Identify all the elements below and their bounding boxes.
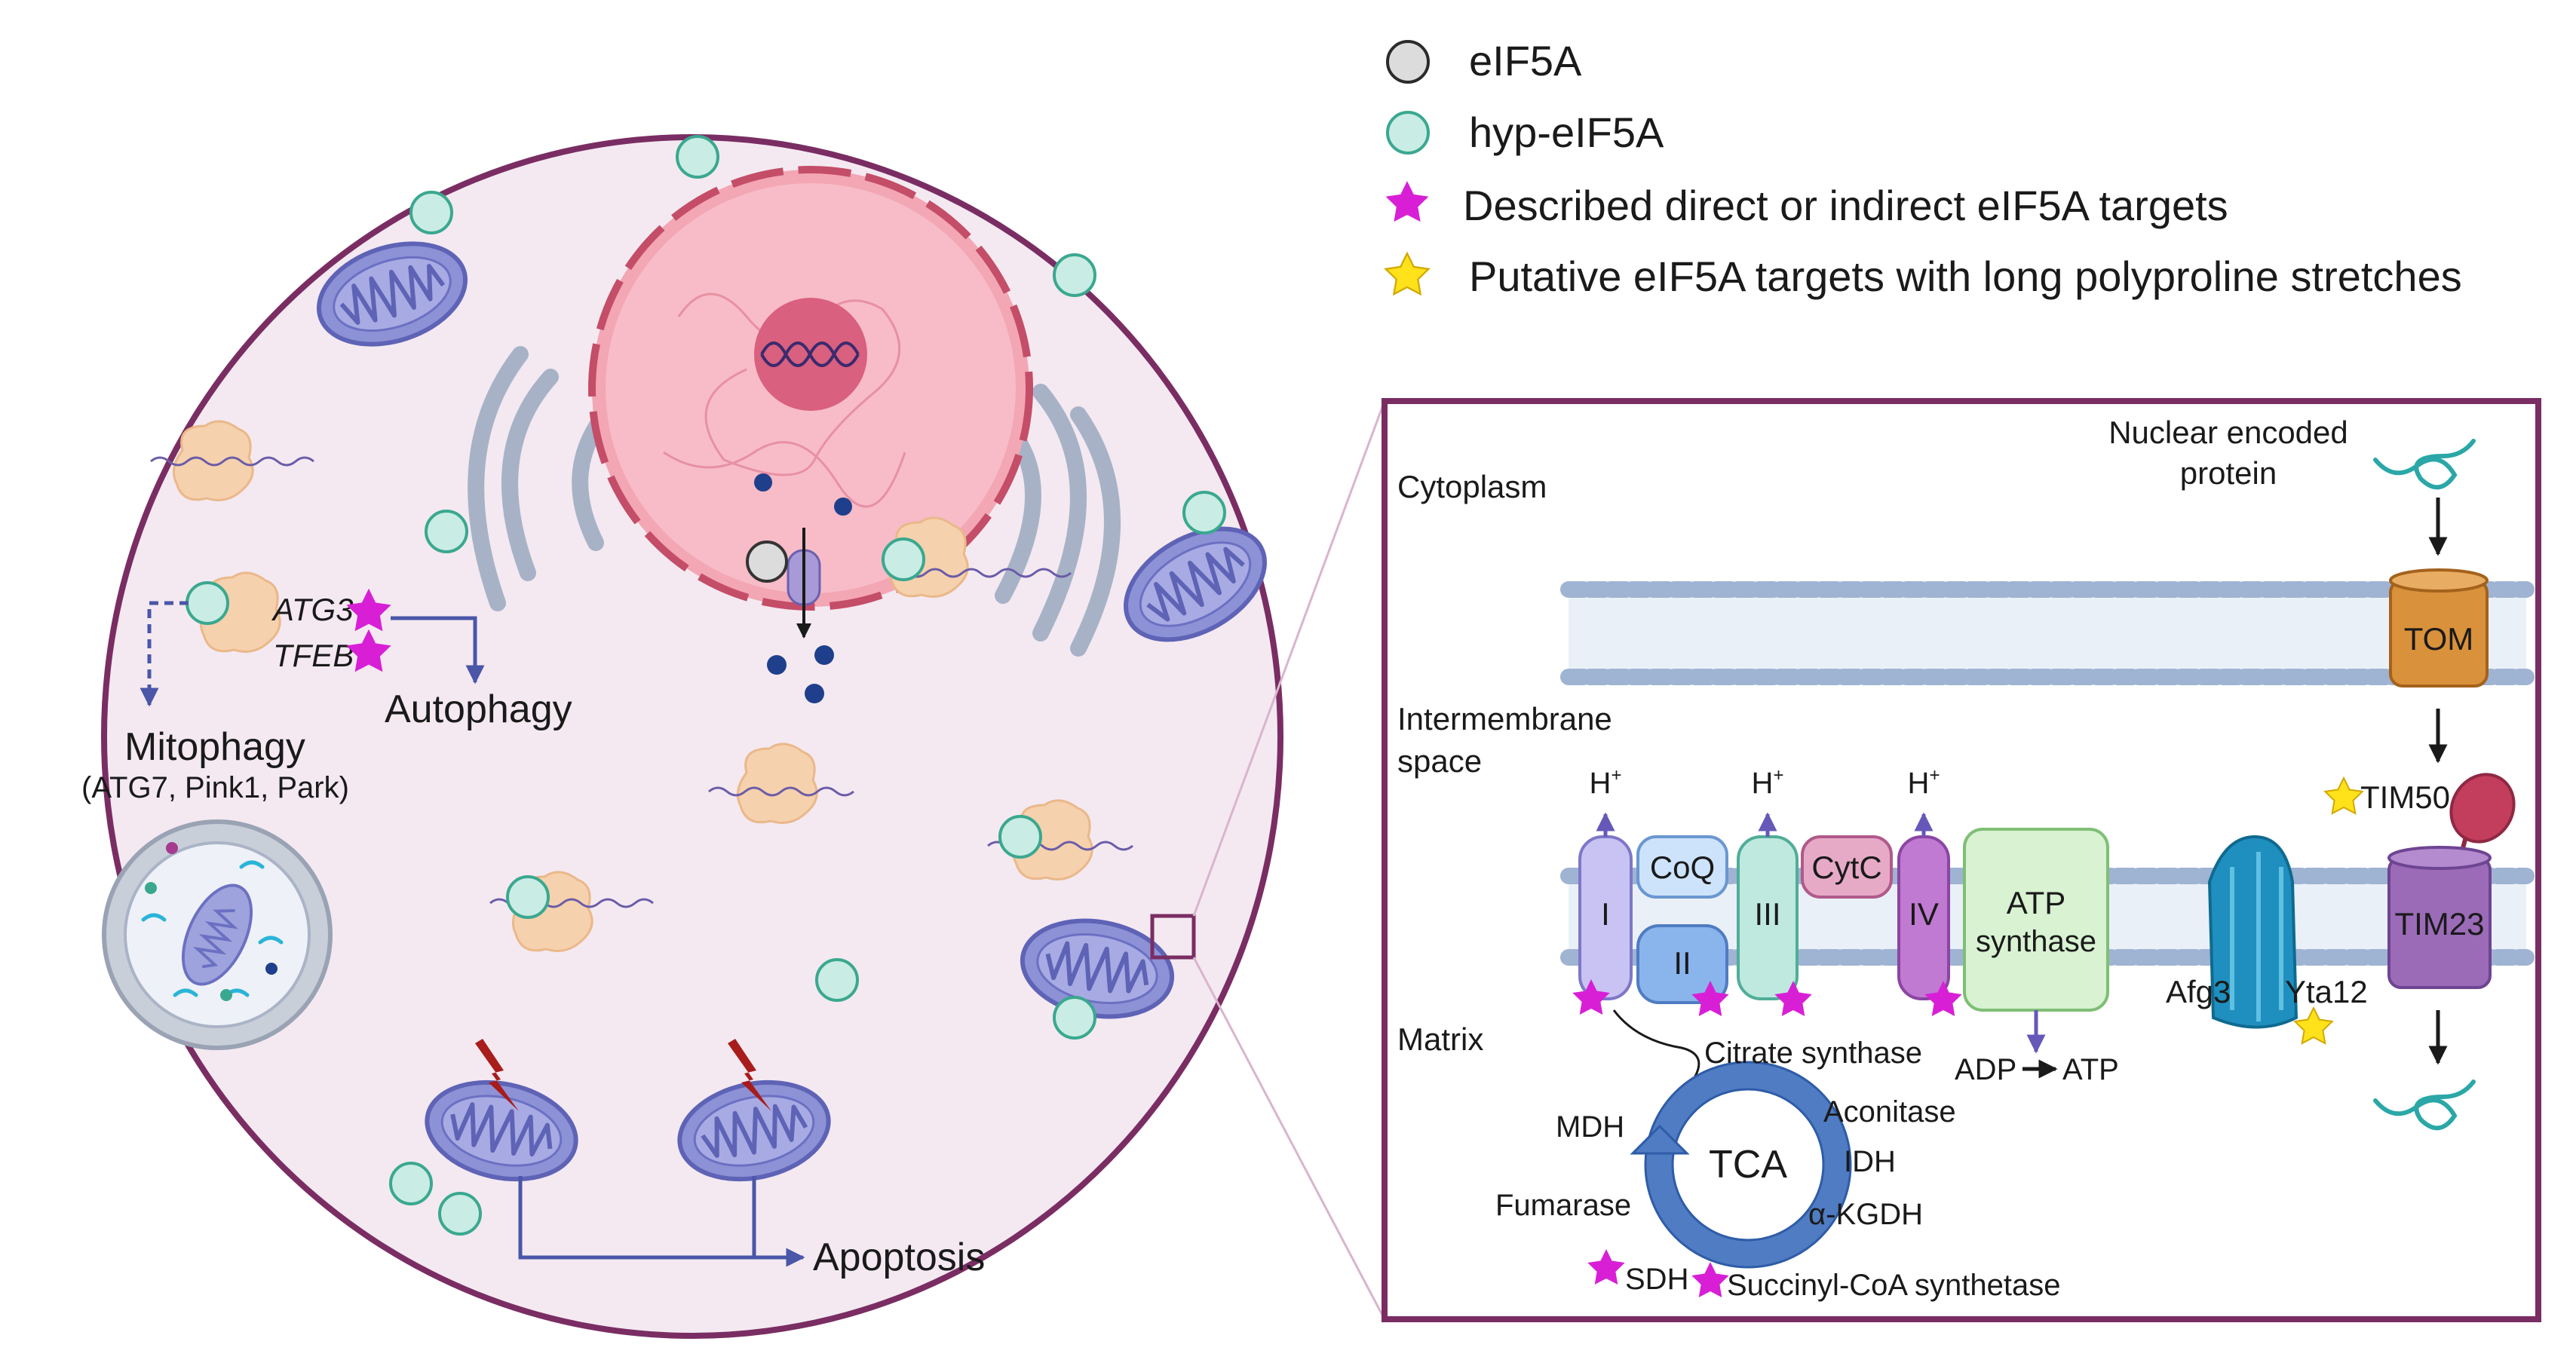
akgdh-label: α-KGDH <box>1808 1198 1923 1231</box>
complex-i: I H+ <box>1572 765 1633 1015</box>
atp-label: ATP <box>2062 1053 2119 1086</box>
atp-synthase-label-line1: ATP <box>2007 885 2066 920</box>
mitophagy-arrow <box>140 601 189 707</box>
coq: CoQ <box>1636 835 1728 899</box>
legend-label-hyp-eif5a: hyp-eIF5A <box>1469 109 1664 156</box>
fumarase-label: Fumarase <box>1495 1189 1631 1222</box>
mitochondria-panel: Cytoplasm Intermembrane space Matrix Nuc… <box>1382 398 2541 1322</box>
afg3-yta12-complex: Afg3 Yta12 <box>2166 835 2368 1044</box>
tca-cycle: TCA <box>1612 1009 1852 1269</box>
idh-label: IDH <box>1844 1145 1896 1178</box>
yellow-star-icon <box>1385 252 1430 296</box>
matrix-label: Matrix <box>1397 1021 1483 1057</box>
afg3-label: Afg3 <box>2166 974 2231 1009</box>
tom-label: TOM <box>2404 621 2474 657</box>
ims-label-line2: space <box>1397 743 1482 779</box>
cell-panel: ATG3 TFEB Autophagy Mitophagy (ATG7, Pin… <box>81 134 1284 1339</box>
ribosome <box>150 420 314 501</box>
atp-synthase-label-line2: synthase <box>1976 925 2096 958</box>
yta12-label: Yta12 <box>2285 974 2368 1009</box>
mitophagy-genes: (ATG7, Pink1, Park) <box>81 771 349 804</box>
atg3-label: ATG3 <box>271 592 354 627</box>
legend-label-described-targets: Described direct or indirect eIF5A targe… <box>1463 182 2228 229</box>
tca-label: TCA <box>1709 1143 1787 1187</box>
autophagy-arrow <box>391 616 485 684</box>
hyp-eif5a-particles <box>186 135 1226 1236</box>
nuclear-export <box>746 528 834 703</box>
mdh-label: MDH <box>1556 1110 1624 1144</box>
apoptosis-arrow <box>518 1176 803 1257</box>
legend-label-putative-targets: Putative eIF5A targets with long polypro… <box>1469 253 2462 300</box>
aconitase-label: Aconitase <box>1823 1095 1956 1129</box>
eif5a-particle <box>746 541 788 583</box>
damage-bolt-icon <box>475 1039 519 1111</box>
hyp-eif5a-legend-marker <box>1386 111 1430 155</box>
sdh-label: SDH <box>1625 1263 1688 1296</box>
nuclear-protein-icon <box>2373 439 2476 490</box>
legend-label-eif5a: eIF5A <box>1469 37 1582 84</box>
cytochrome-c: CytC <box>1801 835 1893 899</box>
cytoplasm-label: Cytoplasm <box>1397 469 1547 504</box>
damage-bolt-icon <box>728 1039 771 1111</box>
complex-ii-label: II <box>1673 945 1691 981</box>
autophagosome <box>102 819 333 1050</box>
cytc-label: CytC <box>1811 850 1881 885</box>
ims-label-line1: Intermembrane <box>1397 701 1612 737</box>
complex-iii: III H+ <box>1737 765 1812 1016</box>
tim23-complex: TIM23 <box>2387 846 2492 989</box>
legend: eIF5A hyp-eIF5A Described direct or indi… <box>1385 37 2462 300</box>
autophagy-label: Autophagy <box>385 688 572 731</box>
zoom-box <box>1150 914 1196 960</box>
mitophagy-label: Mitophagy <box>124 725 305 769</box>
zoom-connector <box>1192 400 1386 1320</box>
complex-i-label: I <box>1601 896 1610 932</box>
magenta-star-icon <box>1385 181 1429 222</box>
nuclear-protein-label-line1: Nuclear encoded <box>2108 415 2348 450</box>
nucleus <box>588 166 1033 611</box>
complex-iv-label: IV <box>1909 896 1939 932</box>
complex-iii-label: III <box>1754 896 1780 932</box>
ribosome <box>708 743 854 824</box>
h-plus-label: H+ <box>1908 765 1940 800</box>
complex-ii: II <box>1636 924 1729 1016</box>
eif5a-legend-marker <box>1386 40 1430 84</box>
apoptosis-label: Apoptosis <box>813 1236 985 1279</box>
adp-label: ADP <box>1955 1053 2016 1086</box>
tom-complex: TOM <box>2389 568 2489 688</box>
h-plus-label: H+ <box>1590 765 1622 800</box>
nuclear-protein-label-line2: protein <box>2180 455 2277 491</box>
coq-label: CoQ <box>1650 850 1715 885</box>
outer-membrane <box>1560 581 2535 685</box>
atp-synthase: ATP synthase ADP ATP <box>1955 828 2119 1086</box>
ribosome <box>887 516 1072 598</box>
h-plus-label: H+ <box>1752 765 1784 800</box>
tim23-label: TIM23 <box>2394 906 2484 942</box>
tfeb-label: TFEB <box>273 638 354 673</box>
citrate-synthase-label: Citrate synthase <box>1704 1037 1922 1070</box>
tim50-label: TIM50 <box>2360 779 2450 815</box>
imported-protein-icon <box>2373 1080 2476 1131</box>
succinyl-coa-synthetase-label: Succinyl-CoA synthetase <box>1727 1269 2060 1302</box>
complex-iv: IV H+ <box>1897 765 1962 1016</box>
